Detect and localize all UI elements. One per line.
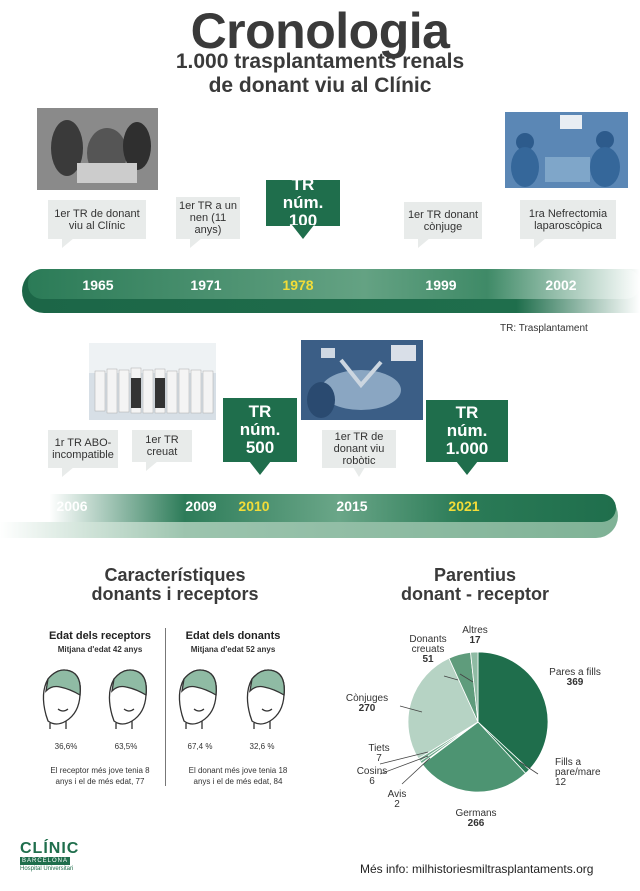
receptors-subheading: Mitjana d'edat 42 anys bbox=[57, 645, 143, 654]
receptor-head-young-icon bbox=[42, 669, 81, 730]
page-title: Cronologia bbox=[190, 3, 450, 59]
callout-first-living-donor: 1er TR de donant viu al Clínic bbox=[48, 200, 146, 248]
year-2015: 2015 bbox=[336, 498, 368, 514]
timeline-band-2 bbox=[0, 494, 618, 538]
callout-first-child: 1er TR a un nen (11 anys) bbox=[176, 197, 240, 248]
year-2010: 2010 bbox=[238, 498, 270, 514]
divider bbox=[165, 628, 166, 786]
relationship-pie-chart bbox=[407, 651, 549, 793]
year-2002: 2002 bbox=[545, 277, 577, 293]
year-1965: 1965 bbox=[82, 277, 114, 293]
clinic-logo-city: BARCELONA bbox=[20, 857, 71, 865]
year-1999: 1999 bbox=[425, 277, 457, 293]
donors-pct-a: 67,4 % bbox=[187, 742, 213, 751]
age-icons bbox=[42, 669, 285, 730]
photo-laparoscopy bbox=[505, 112, 628, 188]
receptors-pct-b: 63,5% bbox=[114, 742, 138, 751]
pie-slice-altres bbox=[470, 651, 479, 723]
donors-note: El donant més jove tenia 18 anys i el de… bbox=[188, 766, 288, 786]
donor-head-old-icon bbox=[246, 669, 285, 730]
timeline-band-1 bbox=[22, 269, 640, 313]
milestone-tr-500: TR núm. 500 bbox=[223, 398, 297, 475]
donors-subheading: Mitjana d'edat 52 anys bbox=[190, 645, 276, 654]
more-info-link[interactable]: Més info: milhistoriesmiltrasplantaments… bbox=[360, 862, 594, 876]
clinic-logo-hospital: Hospital Universitari bbox=[20, 866, 74, 872]
characteristics-title: Característiques donants i receptors bbox=[91, 565, 259, 604]
clinic-logo: CLÍNIC bbox=[20, 840, 80, 857]
milestone-tr-1000: TR núm. 1.000 bbox=[426, 400, 508, 475]
receptor-head-old-icon bbox=[108, 669, 147, 730]
subtitle-line-1: 1.000 trasplantaments renals bbox=[175, 50, 465, 73]
callout-spouse-donor: 1er TR donant cònjuge bbox=[404, 202, 482, 248]
label-fills-pare: Fills a pare/mare 12 bbox=[555, 757, 601, 788]
year-1978: 1978 bbox=[282, 277, 314, 293]
receptors-pct-a: 36,6% bbox=[54, 742, 78, 751]
pie-slice-germans bbox=[421, 721, 527, 793]
tr-abbreviation-note: TR: Trasplantament bbox=[500, 323, 588, 334]
year-1971: 1971 bbox=[190, 277, 222, 293]
subtitle-line-2: de donant viu al Clínic bbox=[208, 74, 432, 97]
donors-heading: Edat dels donants bbox=[185, 630, 281, 642]
pie-slice-pares-a-fills bbox=[477, 651, 549, 771]
pie-leader-lines bbox=[379, 673, 539, 785]
photo-first-transplant bbox=[37, 108, 158, 190]
donors-pct-b: 32,6 % bbox=[249, 742, 275, 751]
photo-robotic bbox=[301, 340, 423, 420]
relationship-title: Parentius donant - receptor bbox=[400, 565, 549, 604]
label-donants-creuats: Donants creuats 51 bbox=[409, 634, 447, 665]
pie-slice-c-njuges bbox=[407, 657, 479, 760]
year-2006: 2006 bbox=[56, 498, 88, 514]
receptors-note: El receptor més jove tenia 8 anys i el d… bbox=[50, 766, 150, 786]
year-2021: 2021 bbox=[448, 498, 480, 514]
year-2009: 2009 bbox=[185, 498, 217, 514]
callout-laparoscopic: 1ra Nefrectomia laparoscòpica bbox=[520, 200, 616, 248]
milestone-tr-100: TR núm. 100 bbox=[266, 176, 340, 239]
callout-robotic: 1er TR de donant viu robòtic bbox=[322, 430, 396, 477]
donor-head-young-icon bbox=[178, 669, 217, 730]
callout-abo-incompatible: 1r TR ABO-incompatible bbox=[48, 430, 118, 477]
callout-crossover: 1er TR creuat bbox=[132, 430, 192, 471]
photo-team bbox=[89, 343, 216, 420]
receptors-heading: Edat dels receptors bbox=[48, 630, 152, 642]
page-subtitle: 1.000 trasplantaments renals de donant v… bbox=[0, 50, 640, 98]
